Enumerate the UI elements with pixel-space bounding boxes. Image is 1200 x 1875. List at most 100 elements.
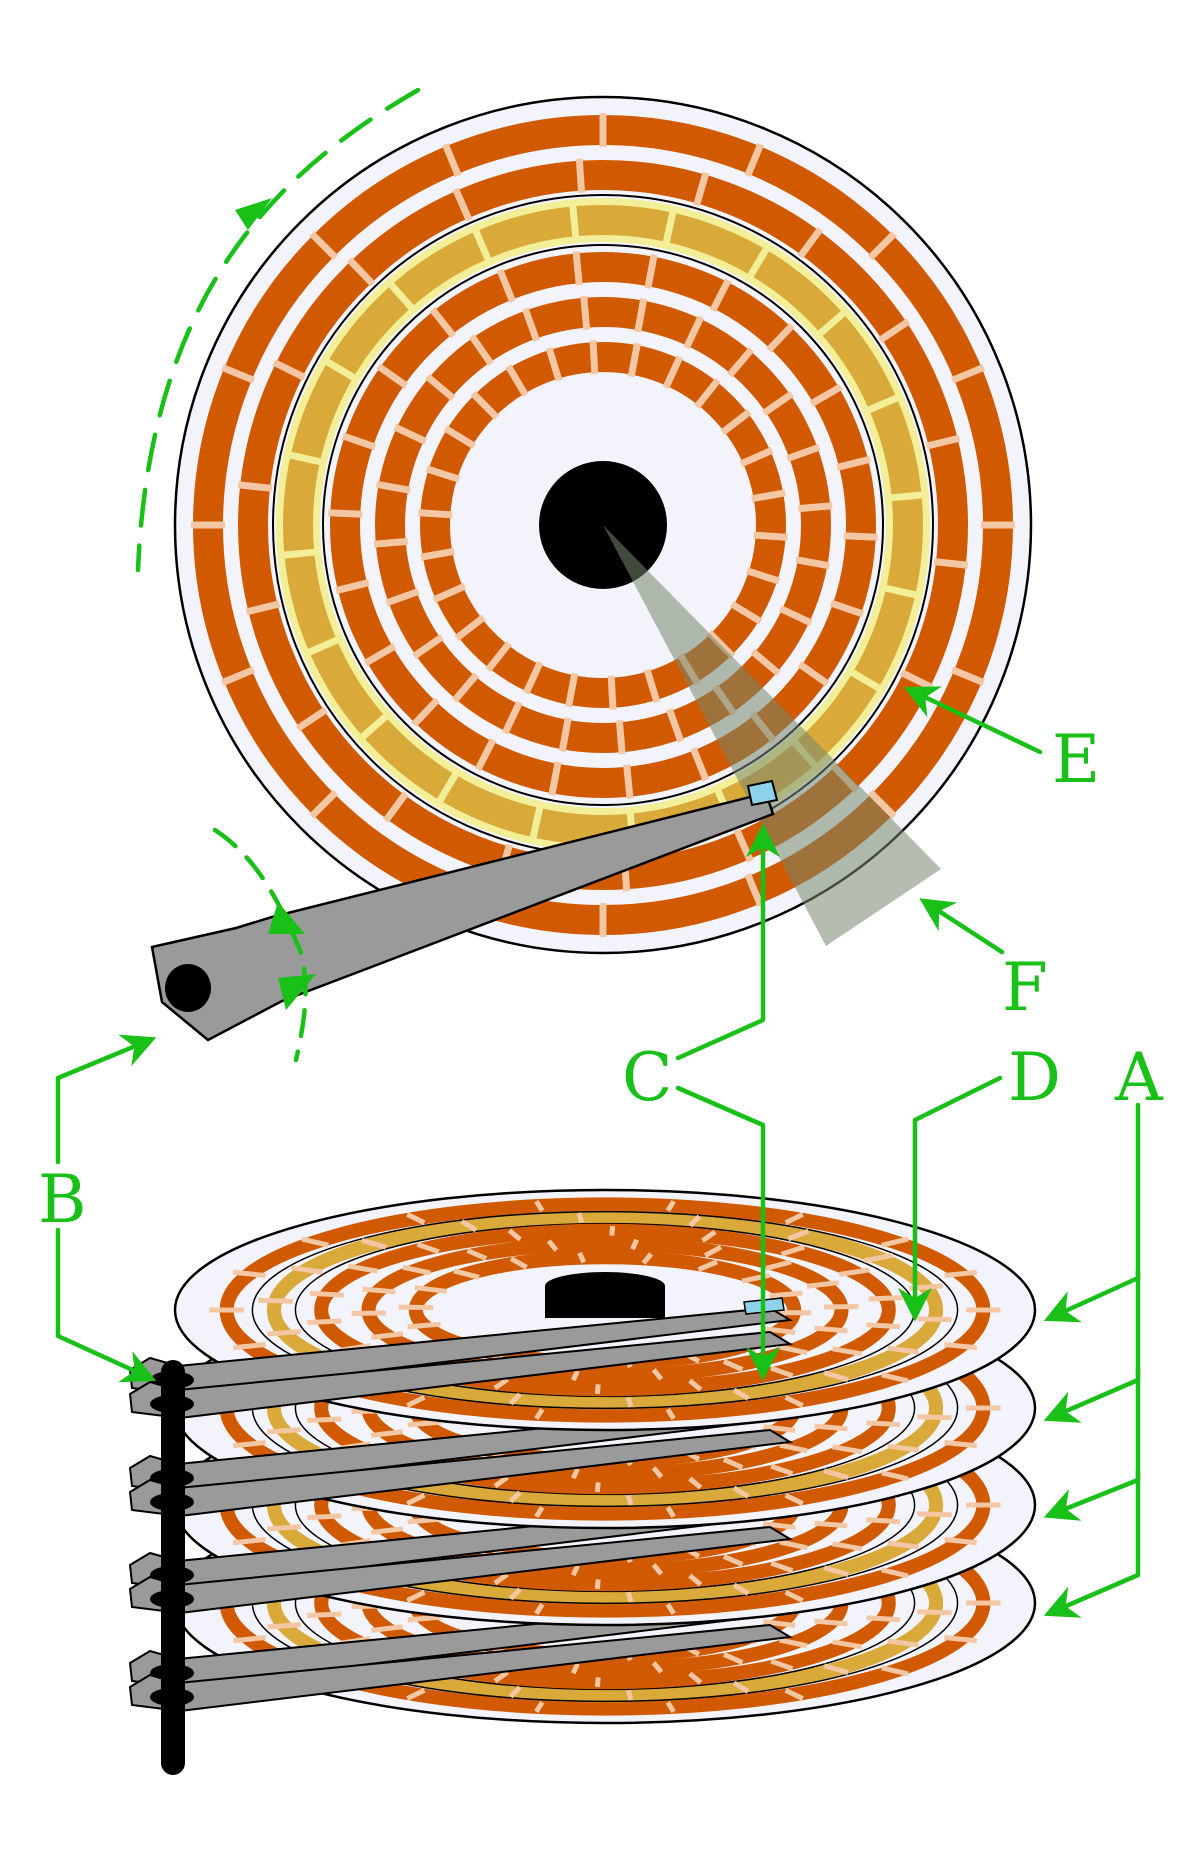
track-ring: [314, 1223, 896, 1397]
sector-separator: [823, 1468, 849, 1481]
sector-separator: [784, 1688, 804, 1701]
sector-separator: [301, 1236, 329, 1248]
sector-separator: [744, 143, 764, 178]
sector-separator: [287, 451, 323, 466]
label-d: D: [1008, 1039, 1061, 1116]
sector-separator: [838, 1267, 870, 1277]
sector-separator: [493, 1670, 509, 1684]
sector-separator: [508, 1685, 522, 1699]
sector-separator: [534, 1199, 545, 1213]
sector-separator: [569, 204, 580, 239]
sector-separator: [866, 1322, 901, 1330]
sector-separator: [917, 1316, 952, 1323]
arm-rotation-icon: [212, 827, 308, 1063]
sector-separator: [944, 1634, 977, 1644]
sector-separator: [651, 1466, 664, 1479]
sector-separator: [594, 1384, 601, 1395]
sector-separator: [720, 409, 752, 436]
sector-separator: [704, 1244, 723, 1258]
sector-separator: [385, 588, 420, 607]
sector-separator: [580, 295, 591, 330]
sector-separator: [644, 254, 658, 289]
sector-separator: [507, 1228, 522, 1242]
sector-separator: [836, 455, 871, 471]
cylinder-track: [266, 1210, 944, 1410]
sector-separator: [453, 1268, 480, 1280]
read-write-head: [746, 779, 779, 807]
sector-separator: [307, 1318, 342, 1325]
sector-separator: [831, 1346, 863, 1357]
sector-separator: [522, 660, 544, 695]
sector-separator: [347, 1263, 379, 1274]
sector-separator: [944, 1269, 977, 1279]
sector-separator: [558, 717, 572, 752]
sector-separator: [416, 1241, 440, 1255]
sector-separator: [881, 1372, 909, 1384]
sector-separator: [662, 209, 677, 245]
sector-separator: [784, 1590, 804, 1603]
sector-separator: [370, 1429, 404, 1438]
sector-separator: [823, 1663, 849, 1676]
sector-separator: [763, 1326, 796, 1335]
sector-separator: [634, 298, 648, 333]
sector-separator: [843, 532, 878, 541]
sector-separator: [831, 1541, 863, 1552]
sector-separator: [814, 1618, 848, 1627]
sector-separator: [425, 465, 461, 483]
sector-separator: [814, 1520, 848, 1529]
sector-separator: [763, 1521, 796, 1530]
sector-separator: [651, 1563, 664, 1576]
sector-separator: [548, 761, 562, 796]
sector-separator: [534, 1700, 545, 1714]
sector-separator: [534, 1407, 545, 1421]
sector-separator: [623, 764, 634, 800]
sector-separator: [370, 1526, 404, 1535]
sector-separator: [925, 434, 961, 450]
sector-separator: [761, 390, 794, 417]
sector-separator: [770, 1463, 794, 1477]
sector-separator: [267, 1622, 301, 1630]
sector-separator: [627, 342, 641, 378]
sector-separator: [881, 1236, 909, 1248]
sector-separator: [643, 668, 661, 703]
sector-separator: [508, 1587, 522, 1601]
actuator-axis: [161, 1360, 185, 1775]
sector-separator: [795, 556, 830, 570]
track-ring: [420, 342, 786, 708]
sector-separator: [797, 661, 830, 687]
sector-separator: [625, 1689, 634, 1701]
sector-separator: [688, 1378, 703, 1392]
sector-separator: [609, 1225, 616, 1236]
sector-separator: [485, 641, 512, 673]
sector-separator: [726, 347, 755, 378]
sector-separator: [784, 1395, 804, 1408]
sector-separator: [468, 334, 495, 367]
label-f-pointer: [919, 898, 1005, 955]
sector-separator: [763, 1424, 796, 1433]
sector-separator: [780, 1244, 806, 1257]
sector-separator: [829, 599, 865, 618]
sector-separator: [474, 737, 497, 772]
sector-separator: [881, 1567, 909, 1579]
sector-separator: [814, 1325, 848, 1334]
track-ring: [330, 252, 876, 798]
label-e: E: [1052, 721, 1100, 798]
sector-separator: [508, 1490, 522, 1504]
sector-separator: [237, 481, 273, 492]
sector-separator: [576, 1212, 585, 1224]
sector-separator: [693, 171, 710, 207]
sector-separator: [944, 1536, 977, 1546]
sector-separator: [701, 1229, 717, 1243]
sector-separator: [546, 1239, 559, 1252]
sector-separator: [753, 531, 788, 541]
sector-separator: [493, 1377, 509, 1391]
cylinder-track: [283, 205, 923, 845]
sector-separator: [769, 1290, 803, 1299]
sector-separator: [878, 318, 911, 344]
sector-separator: [295, 706, 328, 732]
cylinder-boundary: [322, 244, 884, 806]
sector-separator: [328, 509, 363, 518]
sector-separator: [407, 1419, 441, 1428]
sector-separator: [505, 364, 529, 398]
